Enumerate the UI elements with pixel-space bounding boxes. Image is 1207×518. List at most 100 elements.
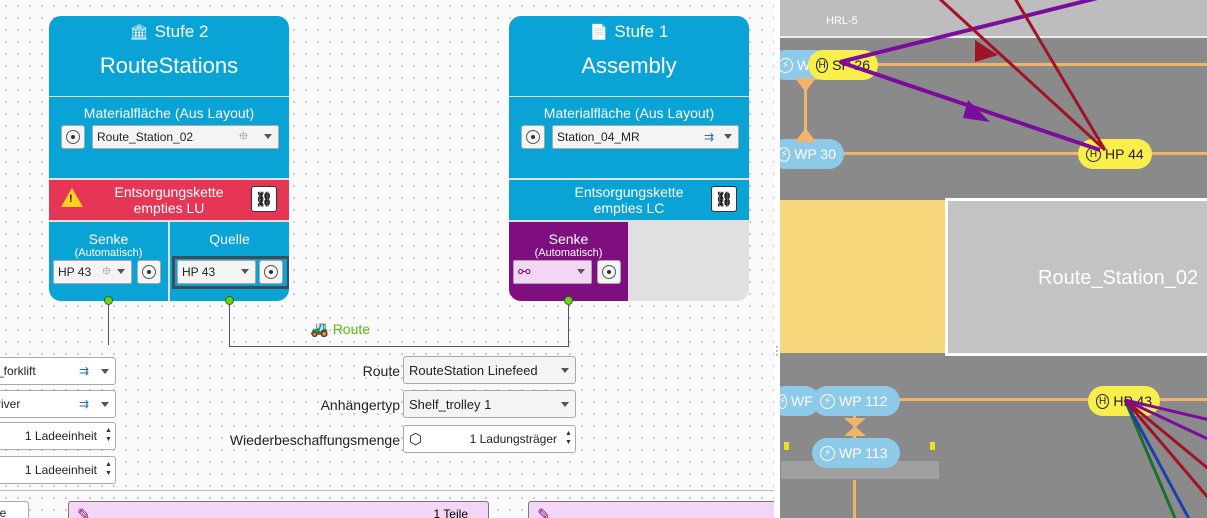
target-button[interactable] (521, 125, 545, 149)
load-unit-stepper[interactable]: 1 Ladeeinheit ▲▼ (0, 422, 116, 450)
hrl-label: HRL-5 (826, 15, 858, 27)
stop-label: HP 44 (1105, 146, 1144, 162)
chevron-down-icon (117, 269, 125, 274)
document-icon: 📄 (589, 24, 609, 41)
chevron-down-icon (561, 368, 569, 373)
senke-label: Senke (88, 231, 129, 247)
route-arrow (1124, 398, 1207, 441)
trailer-label: Anhängertyp (320, 397, 400, 413)
chain-link-button[interactable]: ⛓ (711, 186, 737, 212)
stage-card-assembly: 📄 Stufe 1 Assembly Materialfläche (Aus La… (509, 16, 749, 301)
forklift-select[interactable]: _forklift ⇉ (0, 357, 116, 385)
target-button[interactable] (259, 260, 283, 284)
chain-label: Entsorgungskette (574, 184, 684, 200)
driver-select[interactable]: river⇉ (0, 390, 116, 418)
stepper-arrows-icon[interactable]: ▲▼ (565, 430, 572, 446)
route-arrow (1124, 398, 1207, 470)
waypoint-label: WP 112 (839, 393, 888, 409)
target-button[interactable] (597, 260, 621, 284)
route-label: Route (362, 363, 400, 379)
target-icon (264, 265, 278, 279)
route-arrows (795, 0, 1207, 518)
connection-line (229, 346, 569, 347)
senke-section: Senke (Automatisch) HP 43⯐ (49, 222, 168, 301)
chevron-down-icon (241, 269, 249, 274)
trailer-select[interactable]: Shelf_trolley 1 (403, 390, 576, 418)
target-button[interactable] (61, 125, 85, 149)
chevron-down-icon (101, 369, 109, 374)
splitter-handle[interactable]: ··· (774, 0, 780, 518)
chain-icon: ⛓ (255, 190, 273, 207)
link-icon: ⚯ (518, 264, 531, 281)
quelle-select[interactable]: HP 43 (177, 260, 256, 284)
stage-label: Stufe 1 (614, 22, 669, 41)
truncated-value: le (0, 506, 7, 518)
warning-icon (61, 188, 83, 207)
senke-section: Senke (Automatisch) ⚯ (509, 222, 628, 301)
waypoint-label: W (797, 57, 811, 73)
connector-port[interactable] (564, 296, 573, 305)
chain-link-button[interactable]: ⛓ (251, 186, 277, 212)
waypoint-pill-wp113[interactable]: ⚡WP 113 (812, 438, 900, 468)
target-icon (602, 265, 616, 279)
material-label: Materialfläche (Aus Layout) (83, 105, 255, 121)
target-icon (526, 130, 540, 144)
parts-stepper[interactable]: ✎ (528, 501, 774, 518)
chain-section-alert: ! Entsorgungskette empties LU ⛓ (49, 180, 289, 220)
route-arrow (839, 0, 1098, 64)
building-icon: 🏛 (129, 24, 149, 41)
senke-select[interactable]: ⚯ (513, 260, 592, 284)
forklift-value: _forklift (0, 364, 36, 378)
chain-name: empties LC (593, 200, 665, 216)
parts-stepper[interactable]: ✎ 1 Teile (68, 501, 489, 518)
material-section: Materialfläche (Aus Layout) Route_Statio… (49, 97, 289, 178)
trailer-value: Shelf_trolley 1 (409, 396, 492, 412)
quelle-value: HP 43 (182, 265, 216, 279)
stage-title: Assembly (581, 53, 677, 78)
senke-select[interactable]: HP 43⯐ (53, 260, 132, 284)
area-icon: ⇉ (78, 364, 89, 378)
senke-label: Senke (548, 231, 589, 247)
waypoint-pill-wp112[interactable]: ⚡WP 112 (812, 386, 900, 416)
area-icon: ⇉ (703, 130, 714, 144)
route-station-area[interactable]: Route_Station_02 (945, 198, 1207, 356)
route-link-label: Route (332, 321, 371, 337)
waypoint-label: WP 113 (839, 445, 888, 461)
chain-label: Entsorgungskette (114, 184, 224, 200)
route-arrow (1123, 399, 1207, 499)
target-button[interactable] (137, 260, 161, 284)
route-arrow (1123, 399, 1177, 518)
senke-sublabel: (Automatisch) (534, 247, 603, 259)
waypoint-pill-wp30[interactable]: ⚡WP 30 (780, 139, 844, 169)
route-select[interactable]: RouteStation Linefeed (403, 356, 576, 384)
route-arrow (938, 0, 1107, 152)
stepper-arrows-icon[interactable]: ▲▼ (105, 427, 112, 443)
connector-port[interactable] (225, 296, 234, 305)
material-select[interactable]: Station_04_MR ⇉ (552, 125, 739, 149)
material-select[interactable]: Route_Station_02 ⯐ (92, 125, 279, 149)
tugger-train-icon: 🚜 (310, 321, 329, 338)
area-label: Route_Station_02 (1038, 267, 1199, 289)
stepper-arrows-icon[interactable]: ▲▼ (105, 461, 112, 477)
waypoint-label: WP 30 (794, 146, 836, 162)
quantity-label: Wiederbeschaffungsmenge (229, 432, 400, 448)
load-unit-stepper[interactable]: 1 Ladeeinheit▲▼ (0, 456, 116, 484)
chevron-down-icon (577, 269, 585, 274)
connector-port[interactable] (104, 296, 113, 305)
chevron-down-icon (264, 134, 272, 139)
floor-zone (780, 200, 945, 353)
stage-card-routestations: 🏛Stufe 2 RouteStations Materialfläche (A… (49, 16, 289, 301)
target-icon (66, 130, 80, 144)
quantity-stepper[interactable]: ⬡1 Ladungsträger▲▼ (403, 425, 576, 453)
driver-value: river (0, 397, 21, 411)
route-arrow (1123, 399, 1191, 518)
load-unit-value: 1 Ladeeinheit (24, 429, 97, 443)
truncated-stepper[interactable]: le (0, 501, 29, 518)
material-value: Route_Station_02 (97, 130, 194, 144)
senke-sublabel: (Automatisch) (74, 247, 143, 259)
box-icon: ⬡ (409, 431, 423, 448)
material-value: Station_04_MR (557, 130, 640, 144)
material-section: Materialfläche (Aus Layout) Station_04_M… (509, 97, 749, 178)
